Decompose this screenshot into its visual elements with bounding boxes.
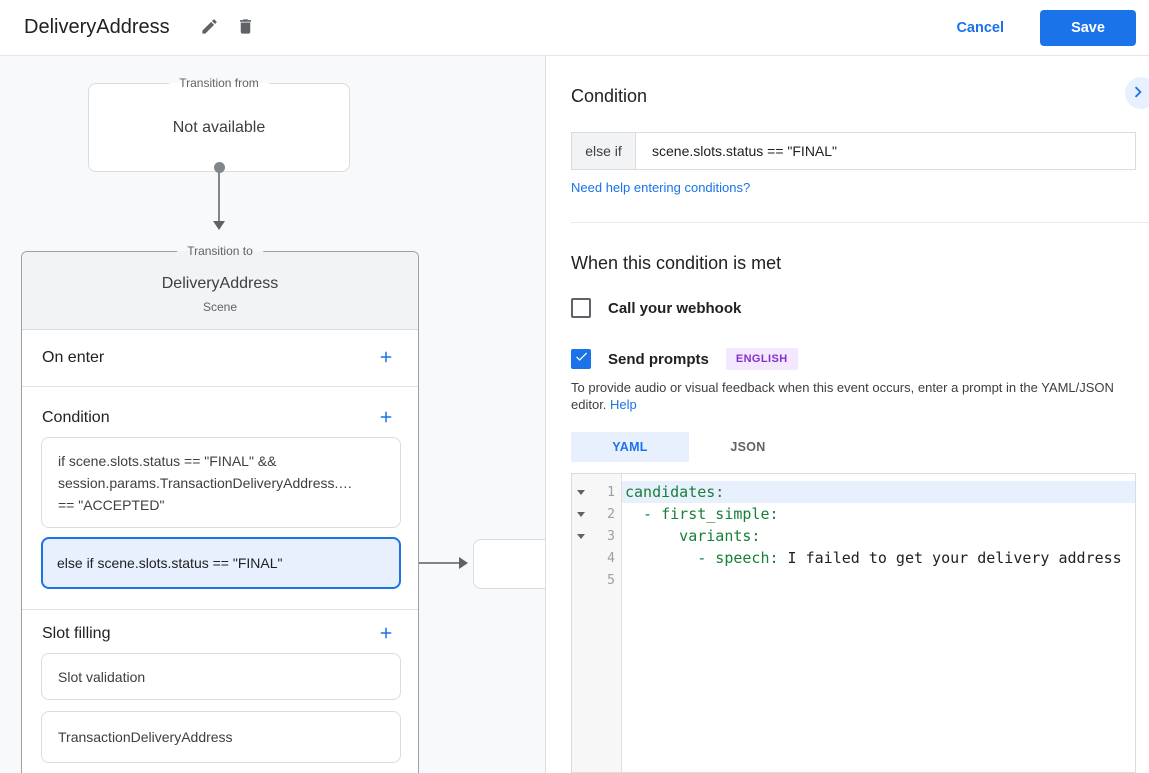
when-condition-heading: When this condition is met bbox=[571, 253, 782, 273]
plus-icon bbox=[377, 348, 395, 369]
collapse-panel-button[interactable] bbox=[1125, 77, 1149, 109]
condition-section-label: Condition bbox=[42, 409, 110, 426]
condition-heading: Condition bbox=[571, 86, 648, 106]
condition-text-line: == "ACCEPTED" bbox=[58, 497, 165, 513]
yaml-key: - first_simple: bbox=[625, 505, 779, 523]
add-slot-button[interactable] bbox=[374, 622, 398, 646]
on-enter-section: On enter bbox=[22, 330, 418, 387]
code-line bbox=[622, 569, 1135, 591]
cancel-button[interactable]: Cancel bbox=[940, 12, 1020, 44]
line-number: 2 bbox=[607, 506, 615, 522]
yaml-code-editor: 1 2 3 4 5 can bbox=[571, 473, 1136, 773]
fold-toggle[interactable] bbox=[572, 489, 589, 495]
edit-scene-button[interactable] bbox=[192, 10, 228, 46]
code-line: variants: bbox=[622, 525, 1135, 547]
flow-connector-dot bbox=[213, 162, 225, 173]
webhook-checkbox[interactable] bbox=[571, 298, 591, 318]
code-line: - speech: I failed to get your delivery … bbox=[622, 547, 1135, 569]
line-number: 3 bbox=[607, 528, 615, 544]
code-area[interactable]: candidates: - first_simple: variants: - … bbox=[622, 474, 1135, 772]
transition-from-node: Transition from Not available bbox=[88, 76, 350, 172]
editor-gutter: 1 2 3 4 5 bbox=[572, 474, 622, 772]
chevron-right-icon bbox=[1125, 81, 1149, 106]
slot-filling-section-header: Slot filling bbox=[22, 620, 418, 648]
add-on-enter-button[interactable] bbox=[374, 346, 398, 370]
scene-card-header[interactable]: DeliveryAddress Scene bbox=[22, 252, 418, 330]
yaml-key: - speech: bbox=[625, 549, 779, 567]
prompts-help-link[interactable]: Help bbox=[610, 397, 637, 412]
condition-item[interactable]: if scene.slots.status == "FINAL" && sess… bbox=[41, 437, 401, 528]
line-number: 1 bbox=[607, 484, 615, 500]
tab-json[interactable]: JSON bbox=[689, 432, 807, 462]
condition-section-header: Condition bbox=[22, 404, 418, 432]
condition-prefix-label: else if bbox=[572, 133, 636, 169]
gutter-row: 4 bbox=[572, 547, 621, 569]
condition-expression-input[interactable]: scene.slots.status == "FINAL" bbox=[652, 143, 838, 159]
line-number: 4 bbox=[607, 550, 615, 566]
top-bar: DeliveryAddress Cancel Save bbox=[0, 0, 1149, 56]
editor-tabs: YAML JSON bbox=[571, 432, 807, 462]
page-title: DeliveryAddress bbox=[24, 16, 170, 38]
scene-card: Transition to DeliveryAddress Scene On e… bbox=[21, 244, 419, 773]
condition-item-selected[interactable]: else if scene.slots.status == "FINAL" bbox=[41, 537, 401, 589]
prompts-description-text: To provide audio or visual feedback when… bbox=[571, 380, 1114, 412]
transition-target-node[interactable] bbox=[473, 539, 545, 589]
yaml-value: I failed to get your delivery address bbox=[778, 549, 1122, 567]
condition-text-line: session.params.TransactionDeliveryAddres… bbox=[58, 475, 353, 491]
language-badge: ENGLISH bbox=[725, 348, 798, 370]
trash-icon bbox=[236, 17, 255, 39]
prompts-option-row: Send prompts ENGLISH bbox=[571, 348, 798, 370]
condition-expression-field: else if scene.slots.status == "FINAL" bbox=[571, 132, 1136, 170]
code-line: candidates: bbox=[622, 481, 1135, 503]
fold-toggle[interactable] bbox=[572, 511, 589, 517]
line-number: 5 bbox=[607, 572, 615, 588]
slot-filling-label: Slot filling bbox=[42, 625, 111, 642]
scene-name: DeliveryAddress bbox=[161, 275, 279, 292]
gutter-row: 5 bbox=[572, 569, 621, 591]
slot-validation-item[interactable]: Slot validation bbox=[41, 653, 401, 700]
add-condition-button[interactable] bbox=[374, 406, 398, 430]
condition-text-line: if scene.slots.status == "FINAL" && bbox=[58, 453, 277, 469]
section-divider bbox=[22, 609, 418, 610]
plus-icon bbox=[377, 624, 395, 645]
gutter-row: 1 bbox=[572, 481, 621, 503]
slot-item-label: Slot validation bbox=[58, 668, 146, 685]
condition-arrowhead-right bbox=[459, 557, 468, 569]
transition-to-legend: Transition to bbox=[177, 244, 263, 258]
condition-text: else if scene.slots.status == "FINAL" bbox=[57, 555, 283, 571]
panel-divider bbox=[571, 222, 1149, 223]
check-icon bbox=[574, 349, 589, 369]
yaml-key: variants: bbox=[625, 527, 761, 545]
condition-detail-panel: Condition else if scene.slots.status == … bbox=[546, 56, 1149, 773]
flow-arrow-line bbox=[218, 168, 220, 222]
prompts-description: To provide audio or visual feedback when… bbox=[571, 379, 1135, 413]
on-enter-label: On enter bbox=[42, 349, 105, 366]
send-prompts-checkbox[interactable] bbox=[571, 349, 591, 369]
condition-connector-line bbox=[400, 562, 460, 564]
transition-from-legend: Transition from bbox=[169, 76, 269, 90]
webhook-label: Call your webhook bbox=[608, 299, 742, 317]
fold-arrow-icon bbox=[576, 511, 585, 517]
fold-arrow-icon bbox=[576, 489, 585, 495]
code-line: - first_simple: bbox=[622, 503, 1135, 525]
yaml-key: candidates: bbox=[625, 483, 725, 501]
gutter-row: 2 bbox=[572, 503, 621, 525]
pencil-icon bbox=[200, 17, 219, 39]
slot-item-label: TransactionDeliveryAddress bbox=[58, 729, 233, 745]
delete-scene-button[interactable] bbox=[228, 10, 264, 46]
transition-from-content: Not available bbox=[172, 118, 266, 136]
slot-item[interactable]: TransactionDeliveryAddress bbox=[41, 711, 401, 763]
gutter-row: 3 bbox=[572, 525, 621, 547]
fold-toggle[interactable] bbox=[572, 533, 589, 539]
scene-type-label: Scene bbox=[202, 300, 238, 314]
webhook-option-row: Call your webhook bbox=[571, 298, 741, 318]
plus-icon bbox=[377, 408, 395, 429]
conditions-help-link[interactable]: Need help entering conditions? bbox=[571, 180, 751, 195]
fold-arrow-icon bbox=[576, 533, 585, 539]
send-prompts-label: Send prompts bbox=[608, 350, 709, 368]
flow-diagram-panel: Transition from Not available Transition… bbox=[0, 56, 546, 773]
flow-arrowhead-down bbox=[213, 221, 225, 230]
tab-yaml[interactable]: YAML bbox=[571, 432, 689, 462]
save-button[interactable]: Save bbox=[1040, 9, 1136, 46]
